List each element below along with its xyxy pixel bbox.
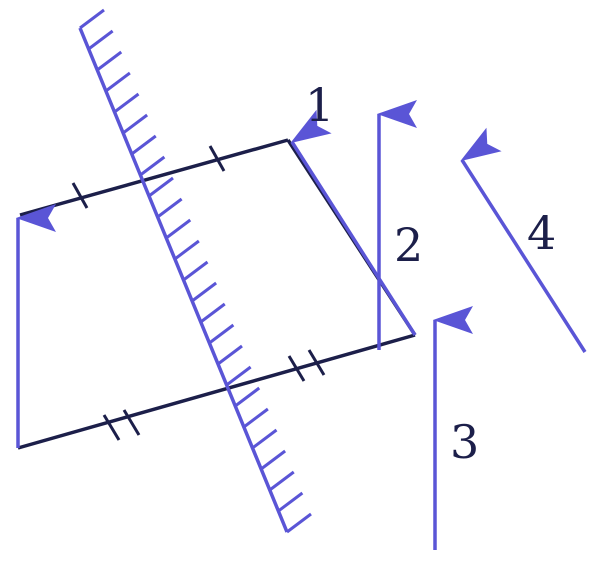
arrow-1 (290, 109, 417, 336)
hatch-mark (113, 92, 140, 114)
hatch-mark (234, 386, 261, 408)
tick-double-1b (122, 409, 141, 436)
hatch-mark (260, 449, 287, 471)
hatch-mark (104, 71, 131, 93)
hatch-mark (96, 50, 123, 72)
hatch-mark (208, 323, 235, 345)
label-2: 2 (394, 218, 423, 272)
quadrilateral (17, 138, 417, 450)
label-1: 1 (305, 78, 334, 132)
hatch-mark (251, 428, 278, 450)
hatch-mark (122, 113, 149, 135)
label-3: 3 (450, 415, 479, 469)
tick-marks (71, 145, 326, 441)
hatch-mark (277, 491, 304, 513)
label-4: 4 (527, 206, 556, 260)
hatch-mark (173, 239, 200, 261)
hatch-mark (286, 512, 312, 534)
hatch-mark (156, 197, 183, 219)
tick-double-2b (307, 349, 326, 376)
vectors (16, 100, 587, 550)
hatch-mark (165, 218, 192, 240)
hatch-mark (191, 281, 218, 303)
mirror-hatching (79, 8, 312, 534)
hatch-mark (87, 29, 114, 51)
tick-single-1 (71, 182, 89, 209)
mirror-line (78, 8, 312, 534)
bottom-side (17, 333, 416, 450)
hatch-mark (225, 365, 252, 387)
hatch-mark (130, 134, 157, 156)
hatch-mark (268, 470, 295, 492)
hatch-mark (182, 260, 209, 282)
tick-double-2a (287, 355, 306, 382)
hatch-mark (79, 8, 105, 30)
hatch-mark (199, 302, 226, 324)
tick-double-1a (102, 414, 121, 441)
hatch-mark (148, 176, 174, 198)
hatch-mark (217, 344, 243, 366)
arrow-4 (460, 127, 587, 353)
top-side (19, 138, 289, 217)
tick-single-2 (208, 145, 226, 172)
hatch-mark (242, 407, 269, 429)
hatch-mark (139, 155, 166, 177)
